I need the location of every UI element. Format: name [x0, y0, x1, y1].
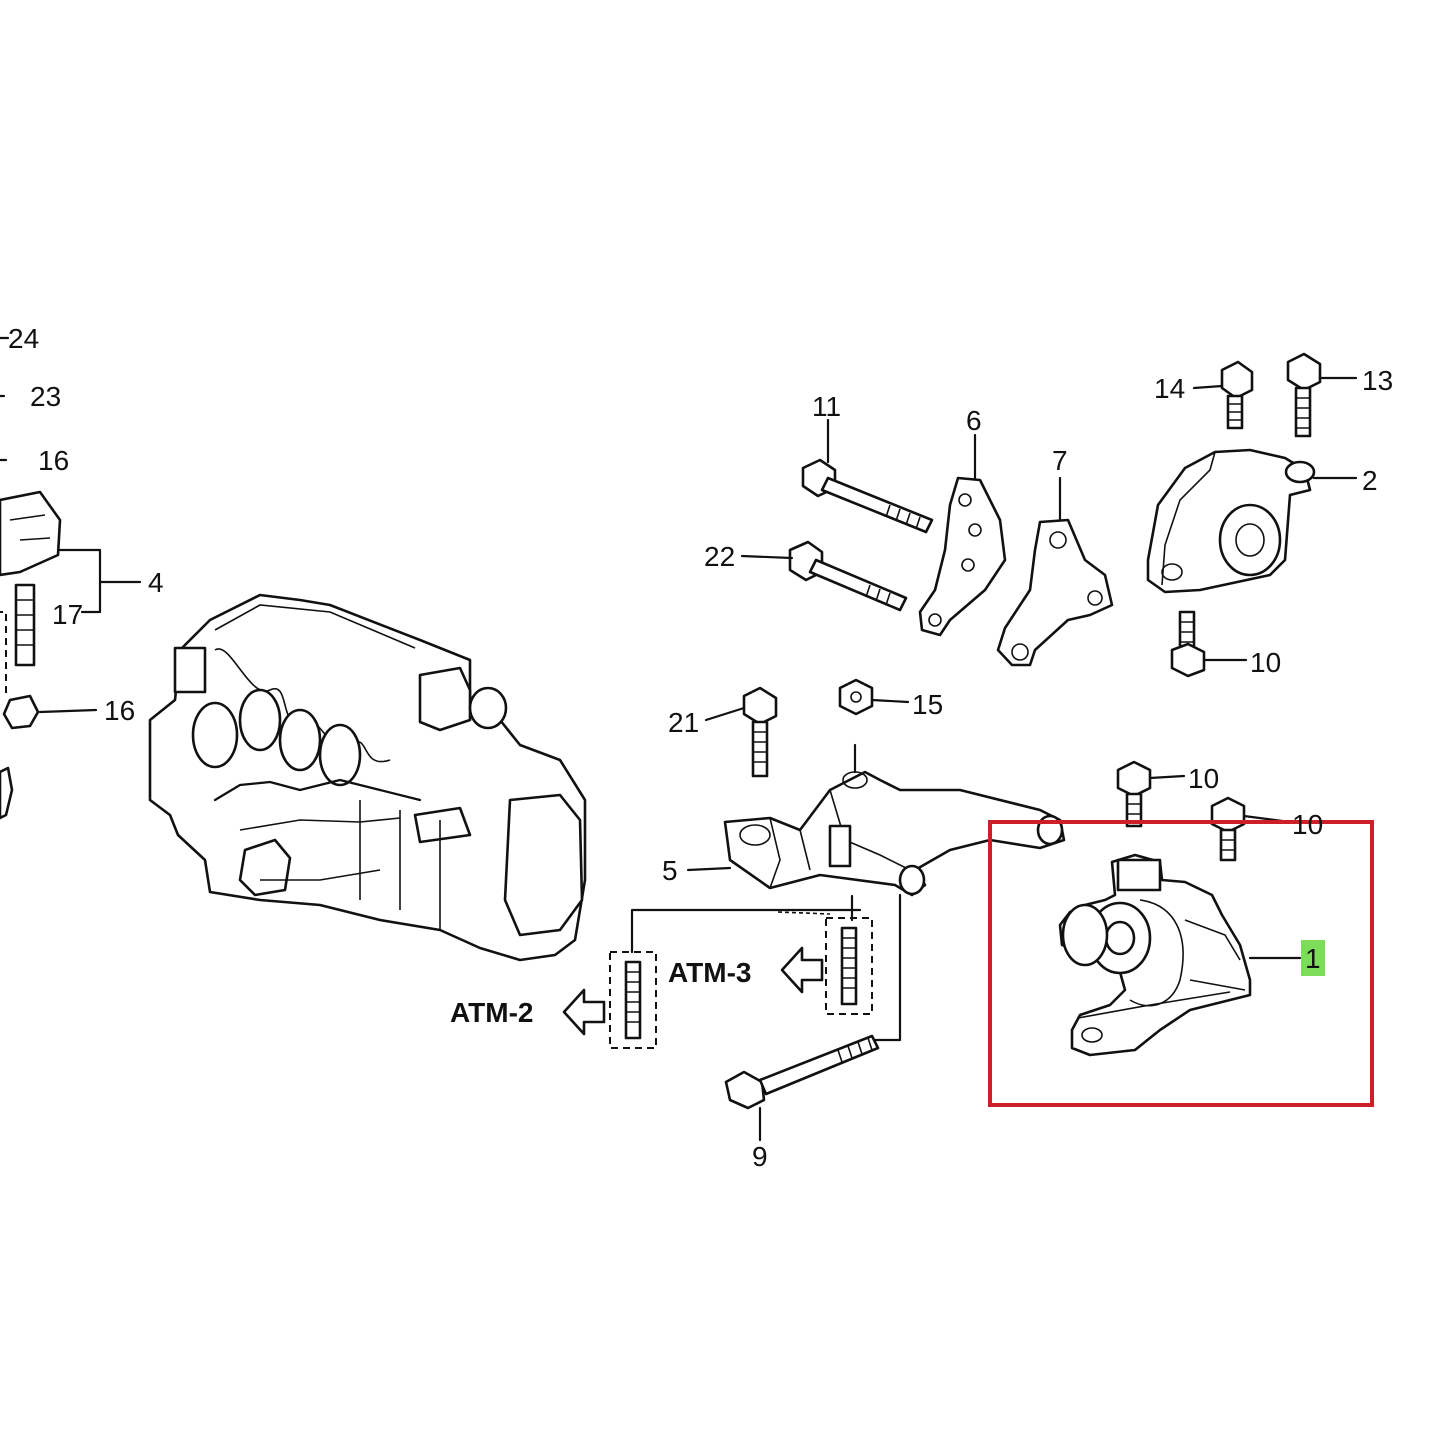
- callout-10-upper: 10: [1250, 647, 1281, 678]
- bolt-9: [724, 1034, 880, 1142]
- callout-10-middle: 10: [1188, 763, 1219, 794]
- bolt-10-middle: [1116, 760, 1186, 828]
- bracket-7: [996, 476, 1114, 667]
- bolt-10-right: [1210, 796, 1292, 862]
- mount-2: [1146, 448, 1358, 594]
- left-bracket-assembly: [0, 336, 142, 820]
- callout-15: 15: [912, 689, 943, 720]
- bolt-13: [1286, 352, 1358, 438]
- callout-16-top: 16: [38, 445, 69, 476]
- stud-atm-2: [609, 951, 657, 1049]
- callout-10-right: 10: [1292, 809, 1323, 840]
- arrow-atm-3-icon: [780, 946, 824, 994]
- bolt-11: [801, 418, 934, 534]
- callout-21: 21: [668, 707, 699, 738]
- callout-13: 13: [1362, 365, 1393, 396]
- bolt-14: [1192, 360, 1254, 430]
- callout-2: 2: [1362, 465, 1378, 496]
- callout-4: 4: [148, 567, 164, 598]
- callout-22: 22: [704, 541, 735, 572]
- callout-24: 24: [8, 323, 39, 354]
- ref-atm-3: ATM-3: [668, 957, 751, 988]
- atm-leader-lines: [630, 893, 902, 1042]
- bolt-21: [704, 686, 778, 778]
- callout-labels: 24 23 16 4 17 16 11 6 7 14 13 2 22 10 21…: [8, 323, 1393, 1172]
- callout-5: 5: [662, 855, 678, 886]
- nut-15: [838, 678, 910, 716]
- mount-1: [1058, 853, 1252, 1057]
- engine-block: [148, 593, 587, 962]
- callout-6: 6: [966, 405, 982, 436]
- arrow-atm-2-icon: [562, 988, 606, 1036]
- callout-16-bottom: 16: [104, 695, 135, 726]
- callout-17: 17: [52, 599, 83, 630]
- label-highlight: [1301, 940, 1325, 976]
- stud-atm-3: [825, 917, 873, 1015]
- ref-atm-2: ATM-2: [450, 997, 533, 1028]
- bolt-10-upper: [1170, 610, 1248, 678]
- callout-11: 11: [812, 391, 841, 422]
- callout-7: 7: [1052, 445, 1068, 476]
- callout-23: 23: [30, 381, 61, 412]
- callout-9: 9: [752, 1141, 768, 1172]
- callout-14: 14: [1154, 373, 1185, 404]
- highlight-box: [988, 820, 1374, 1107]
- callout-1: 1: [1305, 943, 1321, 974]
- bracket-6: [918, 433, 1007, 637]
- bolt-22: [740, 540, 908, 612]
